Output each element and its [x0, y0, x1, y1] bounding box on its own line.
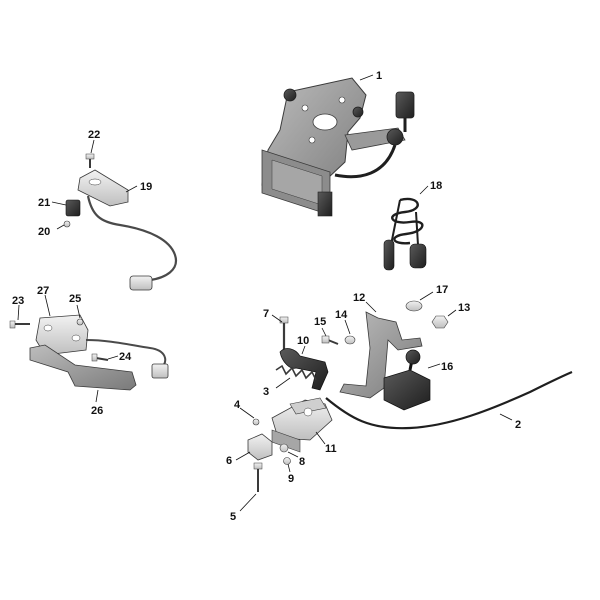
- part-12-mount-bracket: [339, 311, 423, 399]
- svg-text:27: 27: [37, 285, 49, 297]
- part-26-bracket: [29, 344, 137, 391]
- callout-27: 27: [37, 285, 51, 317]
- svg-text:4: 4: [234, 399, 241, 411]
- svg-text:22: 22: [88, 129, 100, 141]
- callout-25: 25: [69, 293, 81, 319]
- svg-text:11: 11: [325, 443, 337, 455]
- svg-text:10: 10: [297, 335, 309, 347]
- callout-12: 12: [353, 292, 377, 313]
- part-21-switch-cap: [65, 199, 81, 217]
- svg-text:15: 15: [314, 316, 326, 328]
- part-5-bolt: [253, 462, 263, 492]
- svg-text:2: 2: [515, 419, 521, 431]
- svg-text:12: 12: [353, 292, 365, 304]
- part-27-sensor-block: [35, 314, 169, 379]
- part-7-bolt: [279, 316, 289, 352]
- part-1-mounting-plate: [261, 77, 415, 217]
- svg-text:19: 19: [140, 181, 152, 193]
- callout-10: 10: [297, 335, 309, 355]
- svg-text:17: 17: [436, 284, 448, 296]
- callout-17: 17: [419, 284, 448, 301]
- callout-19: 19: [125, 181, 152, 193]
- callout-18: 18: [419, 180, 442, 195]
- svg-text:5: 5: [230, 511, 236, 523]
- svg-text:8: 8: [299, 456, 305, 468]
- callout-2: 2: [499, 413, 521, 431]
- callout-26: 26: [91, 389, 103, 417]
- callout-5: 5: [230, 493, 257, 523]
- part-15-bolt: [321, 335, 339, 345]
- svg-text:7: 7: [263, 308, 269, 320]
- svg-text:20: 20: [38, 226, 50, 238]
- callout-16: 16: [427, 361, 453, 373]
- svg-text:25: 25: [69, 293, 81, 305]
- part-17-washer: [405, 300, 423, 312]
- part-4-screw: [252, 418, 260, 426]
- part-2-cable: [325, 370, 573, 430]
- part-9-nut: [283, 457, 291, 465]
- callout-22: 22: [88, 129, 100, 154]
- callout-6: 6: [226, 451, 251, 467]
- part-16-joystick: [383, 349, 431, 411]
- svg-text:16: 16: [441, 361, 453, 373]
- svg-text:3: 3: [263, 386, 269, 398]
- callout-9: 9: [287, 463, 294, 485]
- part-13-nut: [431, 315, 449, 329]
- svg-text:1: 1: [376, 70, 382, 82]
- callout-8: 8: [287, 451, 305, 468]
- svg-text:26: 26: [91, 405, 103, 417]
- svg-text:18: 18: [430, 180, 442, 192]
- svg-text:9: 9: [288, 473, 294, 485]
- part-8-washer: [279, 443, 289, 453]
- part-18-coiled-lanyard: [383, 197, 427, 271]
- part-24-screw: [91, 353, 109, 362]
- part-22-screw: [85, 153, 95, 168]
- svg-text:21: 21: [38, 197, 50, 209]
- part-23-screw: [9, 320, 30, 329]
- callout-13: 13: [447, 302, 470, 317]
- callout-21: 21: [38, 197, 67, 209]
- callout-7: 7: [263, 308, 283, 323]
- callout-23: 23: [12, 295, 24, 321]
- callout-24: 24: [107, 351, 132, 363]
- svg-text:24: 24: [119, 351, 132, 363]
- callout-4: 4: [234, 399, 255, 419]
- part-6-block: [247, 433, 273, 461]
- svg-text:14: 14: [335, 309, 348, 321]
- part-10-lever-arm: [279, 348, 329, 391]
- callout-3: 3: [263, 377, 291, 398]
- callout-1: 1: [359, 70, 382, 82]
- callout-11: 11: [315, 431, 337, 455]
- part-11-switch-housing: [271, 397, 333, 453]
- part-14-washer: [344, 335, 356, 345]
- part-20-nut: [63, 220, 71, 228]
- callout-14: 14: [335, 309, 351, 335]
- svg-text:23: 23: [12, 295, 24, 307]
- callout-20: 20: [38, 224, 65, 238]
- svg-text:6: 6: [226, 455, 232, 467]
- part-19-switch-bracket: [77, 169, 178, 291]
- part-25-screw: [76, 318, 84, 326]
- part-3-spring: [275, 364, 317, 381]
- callout-15: 15: [314, 316, 327, 337]
- svg-text:13: 13: [458, 302, 470, 314]
